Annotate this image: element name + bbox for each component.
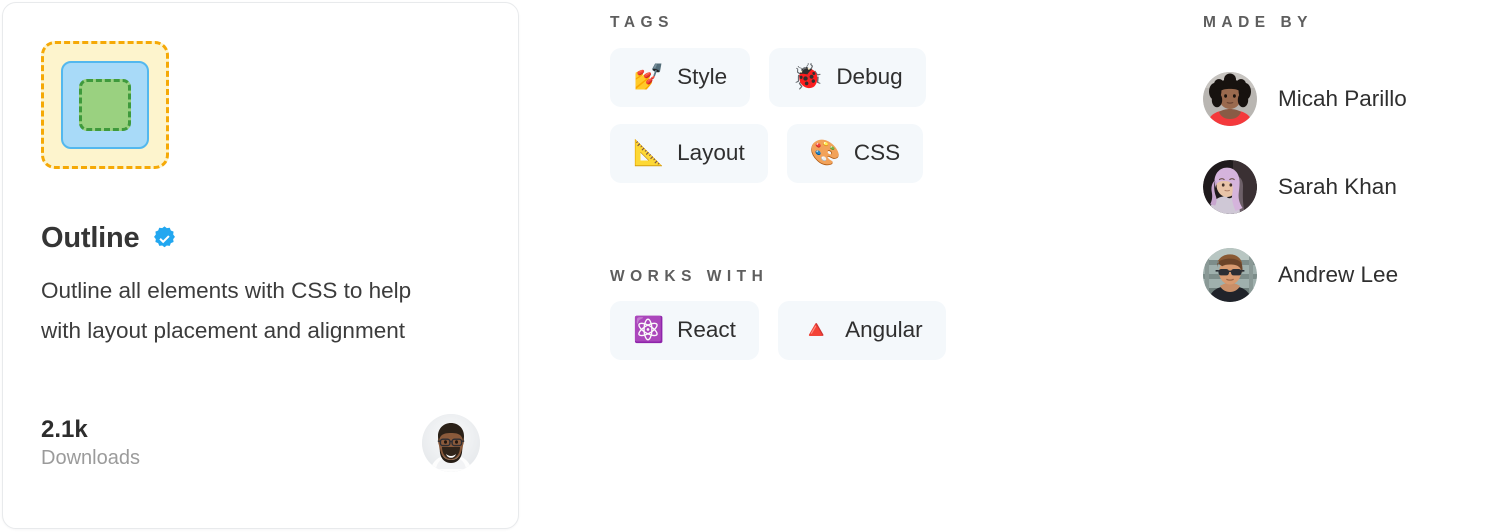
- avatar-sarah-khan[interactable]: [1203, 159, 1257, 214]
- maker-name: Andrew Lee: [1278, 261, 1399, 287]
- tags-row-1: 💅 Style 🐞 Debug: [610, 47, 1150, 107]
- maker-name: Sarah Khan: [1278, 173, 1397, 199]
- ladybug-icon: 🐞: [792, 62, 824, 91]
- tag-chip-style[interactable]: 💅 Style: [610, 47, 751, 107]
- made-by-list: Micah Parillo: [1203, 55, 1493, 319]
- extension-description: Outline all elements with CSS to help wi…: [41, 278, 412, 343]
- tag-chip-debug[interactable]: 🐞 Debug: [769, 47, 926, 107]
- framework-label: Angular: [845, 317, 923, 343]
- downloads-label: Downloads: [41, 446, 140, 469]
- tag-label: CSS: [853, 139, 901, 165]
- made-by-heading: MADE BY: [1203, 14, 1313, 31]
- artist-palette-icon: 🎨: [809, 138, 841, 167]
- nail-polish-icon: 💅: [633, 62, 665, 91]
- outline-icon-inner-box: [79, 79, 131, 131]
- tag-label: Style: [677, 63, 728, 89]
- works-with-section: WORKS WITH ⚛️ React 🔺 Angular: [610, 267, 1150, 360]
- extension-card[interactable]: Outline Outline all elements with CSS to…: [2, 2, 519, 529]
- page-title: Outline: [41, 222, 140, 254]
- extension-card-content: Outline Outline all elements with CSS to…: [41, 41, 488, 500]
- framework-chip-react[interactable]: ⚛️ React: [610, 301, 759, 360]
- outline-icon-middle-box: [61, 61, 149, 149]
- tags-row-2: 📐 Layout 🎨 CSS: [610, 123, 1150, 183]
- list-item[interactable]: Sarah Khan: [1203, 143, 1493, 231]
- triangle-ruler-icon: 📐: [633, 138, 665, 167]
- tags-section: TAGS 💅 Style 🐞 Debug 📐 Layout 🎨: [610, 0, 1150, 183]
- avatar-micah-parillo[interactable]: [1203, 71, 1257, 126]
- avatar-andrew-lee[interactable]: [1203, 247, 1257, 302]
- tag-label: Layout: [677, 139, 745, 165]
- tag-chip-layout[interactable]: 📐 Layout: [610, 123, 768, 183]
- downloads-count: 2.1k: [41, 416, 88, 444]
- angular-triangle-icon: 🔺: [800, 316, 833, 344]
- made-by-column: MADE BY: [1203, 0, 1493, 319]
- framework-label: React: [677, 317, 736, 343]
- owner-avatar[interactable]: [422, 414, 480, 472]
- extension-stats-row: 2.1k Downloads: [41, 414, 488, 472]
- tag-chip-css[interactable]: 🎨 CSS: [786, 123, 924, 183]
- maker-name: Micah Parillo: [1278, 85, 1407, 111]
- extension-title-row: Outline: [41, 224, 488, 253]
- verified-badge-icon: [153, 226, 175, 248]
- tag-label: Debug: [836, 63, 903, 89]
- list-item[interactable]: Andrew Lee: [1203, 231, 1493, 319]
- works-with-heading: WORKS WITH: [610, 267, 769, 285]
- nested-outline-boxes-icon: [41, 41, 169, 169]
- tags-and-compatibility-column: TAGS 💅 Style 🐞 Debug 📐 Layout 🎨: [610, 0, 1150, 360]
- tags-heading: TAGS: [610, 14, 674, 31]
- works-with-row: ⚛️ React 🔺 Angular: [610, 301, 1150, 360]
- framework-chip-angular[interactable]: 🔺 Angular: [777, 301, 946, 360]
- react-atom-icon: ⚛️: [633, 316, 665, 344]
- list-item[interactable]: Micah Parillo: [1203, 55, 1493, 143]
- downloads-stat: 2.1k Downloads: [41, 416, 140, 470]
